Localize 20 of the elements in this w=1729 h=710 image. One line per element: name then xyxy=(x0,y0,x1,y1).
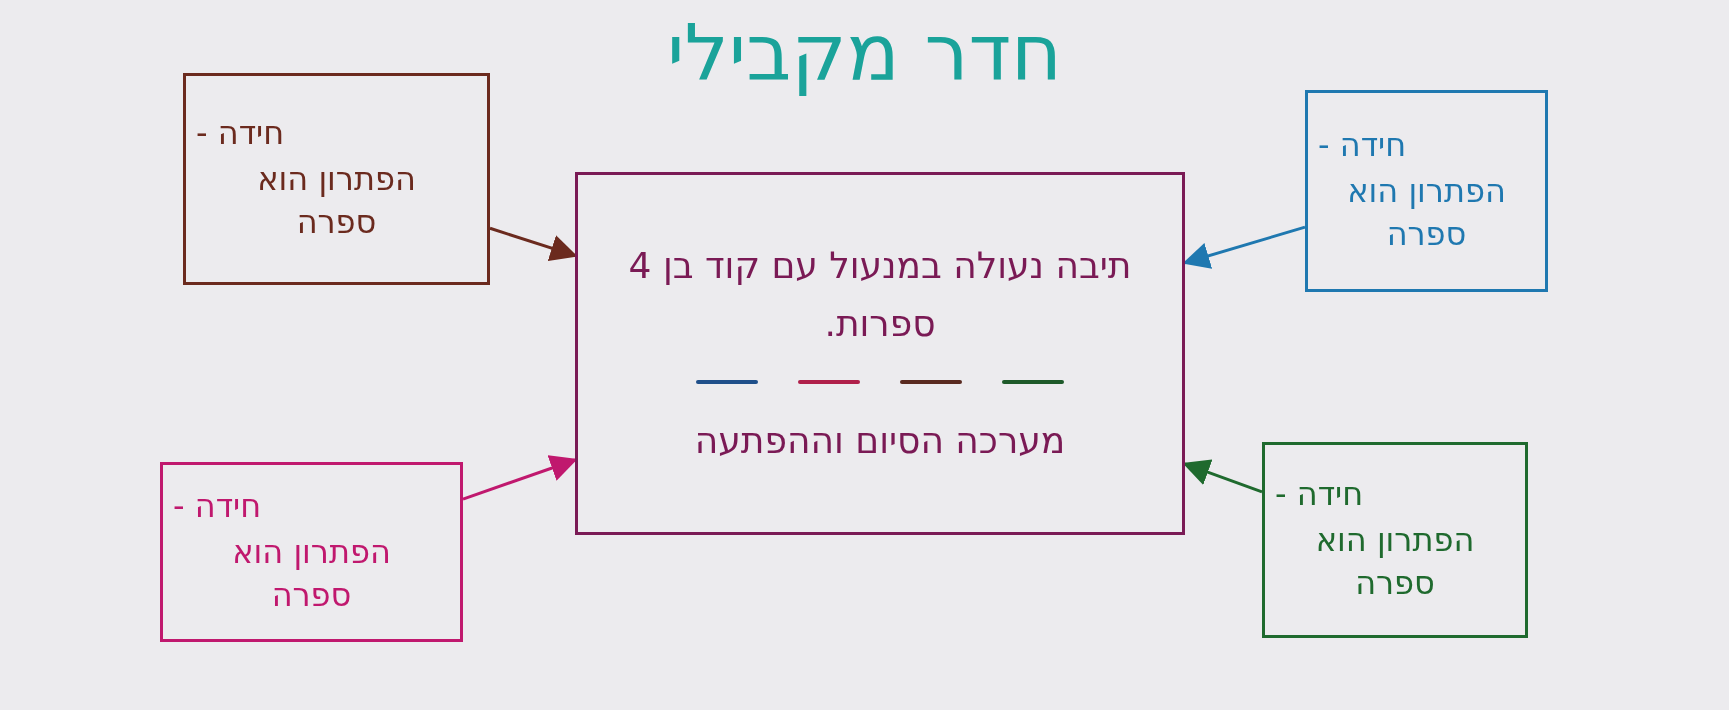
riddle-text: הפתרון הוא ספרה xyxy=(256,158,417,243)
riddle-box xyxy=(160,462,463,642)
lock-box xyxy=(575,172,1185,535)
riddle-heading: חידה - xyxy=(1275,474,1364,513)
riddle-heading: חידה - xyxy=(1318,125,1407,164)
riddle-text: הפתרון הוא ספרה xyxy=(1314,519,1476,604)
box-description: תיבה נעולה במנעול עם קוד בן 4 ספרות. xyxy=(627,244,1133,346)
arrow xyxy=(1182,225,1306,269)
riddle-box xyxy=(183,73,490,285)
title: חדר מקבילי xyxy=(667,8,1062,98)
box-note: מערכה הסיום וההפתעה xyxy=(694,419,1066,464)
riddle-box xyxy=(1305,90,1548,292)
arrow xyxy=(489,226,578,261)
riddle-heading: חידה - xyxy=(196,113,285,152)
riddle-text: הפתרון הוא ספרה xyxy=(1346,170,1507,255)
riddle-text: הפתרון הוא ספרה xyxy=(231,531,392,616)
arrow xyxy=(462,455,578,501)
riddle-box xyxy=(1262,442,1528,638)
riddle-heading: חידה - xyxy=(173,486,262,525)
arrow xyxy=(1182,459,1263,494)
